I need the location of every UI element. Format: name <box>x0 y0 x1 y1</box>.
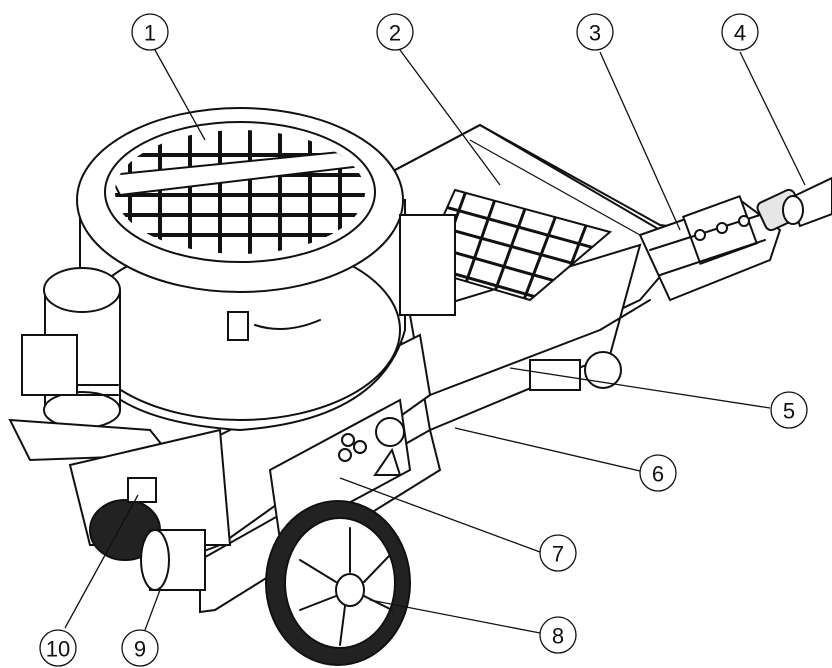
callout-2: 2 <box>376 13 414 51</box>
callout-circle <box>376 13 414 51</box>
callout-label: 4 <box>734 21 746 46</box>
callout-label: 8 <box>552 624 564 649</box>
callout-circle <box>131 13 169 51</box>
rear-chassis <box>68 428 232 591</box>
callout-1: 1 <box>131 13 169 51</box>
leader-lines <box>64 49 806 634</box>
callout-group: 1 2 3 4 5 6 7 8 9 10 <box>39 13 808 667</box>
callout-label: 9 <box>134 637 146 662</box>
pump-unit <box>638 194 782 302</box>
callout-7: 7 <box>539 534 577 572</box>
callout-circle <box>721 13 759 51</box>
callout-label: 6 <box>652 462 664 487</box>
callout-label: 1 <box>144 21 156 46</box>
hose-connection <box>756 176 832 232</box>
wheel <box>265 500 411 666</box>
callout-4: 4 <box>721 13 759 51</box>
callout-circle <box>539 616 577 654</box>
callout-circle <box>39 629 77 667</box>
callout-label: 7 <box>552 542 564 567</box>
callout-label: 2 <box>389 21 401 46</box>
callout-circle <box>639 454 677 492</box>
callout-circle <box>539 534 577 572</box>
callout-5: 5 <box>770 391 808 429</box>
callout-10: 10 <box>39 629 77 667</box>
callout-3: 3 <box>576 13 614 51</box>
mixer-tank <box>76 107 456 432</box>
callout-6: 6 <box>639 454 677 492</box>
callout-8: 8 <box>539 616 577 654</box>
callout-circle <box>576 13 614 51</box>
callout-9: 9 <box>121 629 159 667</box>
callout-label: 5 <box>783 399 795 424</box>
callout-circle <box>770 391 808 429</box>
callout-label: 3 <box>589 21 601 46</box>
callout-circle <box>121 629 159 667</box>
control-panel <box>268 398 412 542</box>
callout-label: 10 <box>46 637 70 662</box>
